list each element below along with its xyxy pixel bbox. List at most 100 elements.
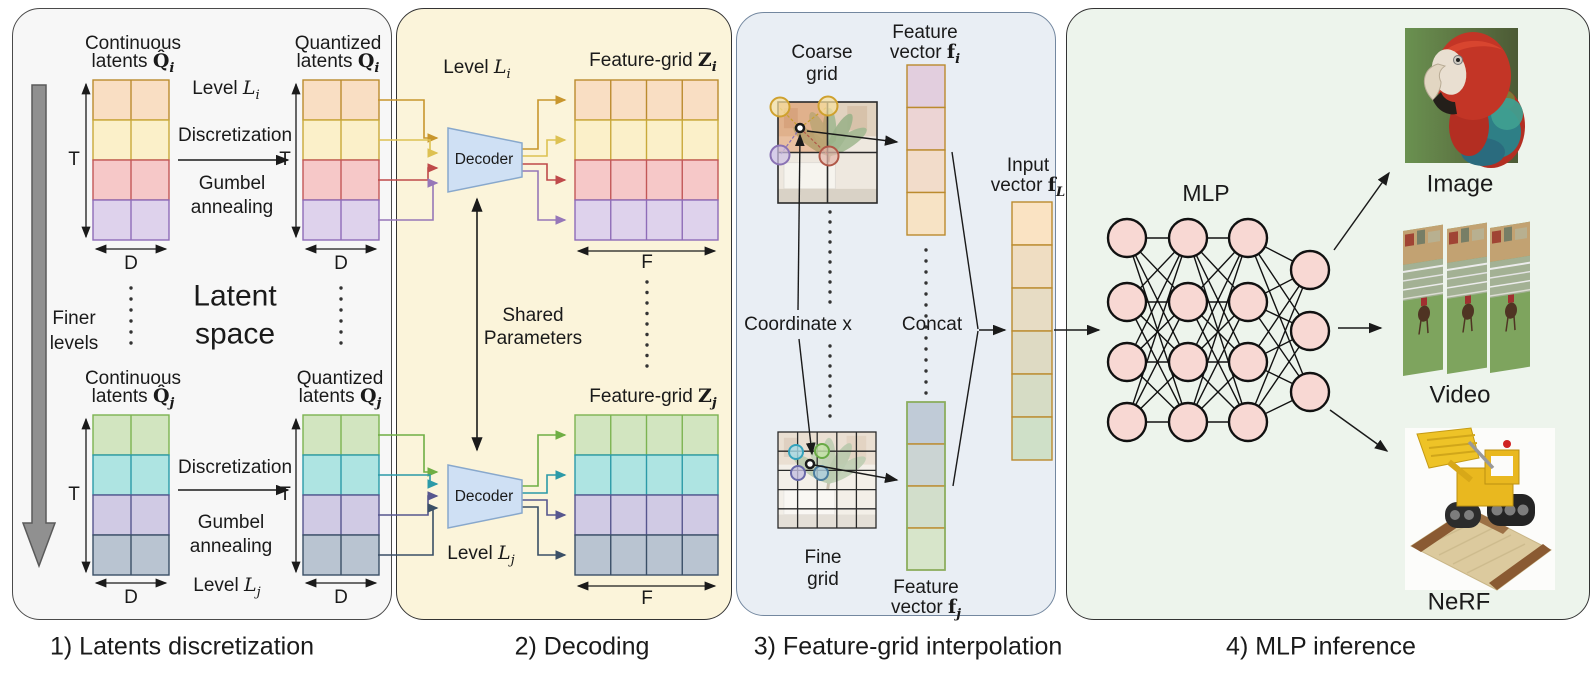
f-dim-label: F — [641, 252, 653, 274]
d-dim-label: D — [334, 253, 348, 275]
mlp-node — [1227, 217, 1269, 259]
gumbel-label-top: Gumbel — [198, 173, 266, 195]
level-i-label-p1: Level Li — [192, 77, 260, 103]
level-i-label-p2: Level Li — [443, 56, 511, 82]
shared-parameters-label: Shared — [502, 305, 564, 327]
ellipsis-dots — [129, 210, 928, 418]
fine-corner-circle — [790, 465, 806, 481]
latent-space-label: space — [194, 317, 276, 351]
discretization-arrows — [178, 154, 290, 496]
feature-vector-j-label: Feature — [893, 577, 959, 599]
continuous-latents-j-label: Continuous — [84, 368, 182, 390]
decoder-connectors — [378, 95, 567, 560]
mlp-node — [1227, 341, 1269, 383]
interpolation-point — [804, 458, 816, 470]
mlp-network — [1106, 217, 1331, 443]
caption-latents-discretization: 1) Latents discretization — [49, 632, 315, 661]
quantized-latents-j-symbol: latents Qj — [298, 385, 382, 411]
decoder-label: Decoder — [454, 150, 514, 168]
level-j-label-p1: Level Lj — [193, 574, 261, 600]
image-output-label: Image — [1426, 170, 1494, 198]
mlp-node — [1106, 341, 1148, 383]
fine-grid-figure — [776, 430, 899, 530]
level-j-label-p2: Level Lj — [447, 542, 515, 568]
input-vector-label: Input — [1006, 155, 1050, 177]
fine-corner-circle — [788, 444, 804, 460]
quantized-latents-i-symbol: latents Qi — [296, 50, 380, 76]
input-vector-symbol: vector fL — [990, 174, 1066, 200]
quantized-latents-i-label: Quantized — [294, 33, 382, 55]
caption-feature-grid-interpolation: 3) Feature-grid interpolation — [753, 632, 1063, 661]
mlp-label: MLP — [1182, 179, 1230, 206]
parrot-image — [1405, 28, 1525, 168]
video-frames — [1401, 220, 1532, 378]
t-dim-label: T — [68, 149, 80, 171]
caption-mlp-inference: 4) MLP inference — [1226, 632, 1416, 661]
mlp-node — [1289, 310, 1331, 352]
discretization-label-bottom: Discretization — [177, 457, 293, 479]
coarse-corner-circle — [769, 144, 791, 166]
mlp-output-arrows — [1329, 171, 1390, 452]
d-dim-label: D — [334, 587, 348, 609]
coarse-corner-circle — [817, 95, 839, 117]
feature-grid-j-label: Feature-grid Zj — [589, 385, 717, 411]
discretization-label-top: Discretization — [177, 125, 293, 147]
t-dim-label: T — [279, 484, 291, 506]
mlp-node — [1106, 401, 1148, 443]
concat-label: Concat — [901, 314, 963, 336]
decoder-label: Decoder — [454, 487, 514, 505]
coarse-corner-circle — [769, 96, 791, 118]
nerf-output-label: NeRF — [1427, 588, 1491, 616]
annealing-label-bottom: annealing — [189, 536, 273, 558]
fine-corner-circle — [813, 465, 829, 481]
fine-grid-label: Fine — [804, 547, 842, 569]
quantized-latents-j-label: Quantized — [296, 368, 384, 390]
feature-vector-j-symbol: vector fj — [890, 596, 962, 622]
latent-space-label: Latent — [193, 279, 277, 313]
mlp-node — [1106, 281, 1148, 323]
concat-funnel — [951, 151, 1007, 487]
continuous-latents-i-label: Continuous — [84, 33, 182, 55]
mlp-node — [1106, 217, 1148, 259]
coarse-grid-label: Coarse — [791, 42, 853, 64]
feature-vector-i-symbol: vector fi — [889, 41, 961, 67]
mlp-node — [1289, 249, 1331, 291]
coarse-grid-label: grid — [806, 64, 838, 86]
finer-levels-label: Finer — [52, 308, 96, 330]
coordinate-x-label: Coordinate x — [744, 314, 852, 336]
feature-vectors — [906, 64, 1053, 571]
dimension-arrows — [81, 82, 717, 591]
t-dim-label: T — [68, 484, 80, 506]
d-dim-label: D — [124, 253, 138, 275]
caption-decoding: 2) Decoding — [514, 632, 650, 661]
d-dim-label: D — [124, 587, 138, 609]
video-output-label: Video — [1429, 381, 1491, 409]
mlp-node — [1167, 217, 1209, 259]
mlp-node — [1227, 401, 1269, 443]
f-dim-label: F — [641, 588, 653, 610]
fine-grid-label: grid — [807, 569, 839, 591]
fine-corner-circle — [814, 443, 830, 459]
coarse-corner-circle — [818, 145, 840, 167]
continuous-latents-j-symbol: latents Q̂j — [91, 385, 175, 411]
mlp-node — [1167, 281, 1209, 323]
mlp-node — [1227, 281, 1269, 323]
coarse-grid-figure — [769, 95, 899, 205]
nerf-image — [1405, 427, 1555, 591]
gumbel-label-bottom: Gumbel — [197, 512, 265, 534]
continuous-latents-i-symbol: latents Q̂i — [91, 50, 175, 76]
latent-and-feature-grids — [92, 79, 719, 576]
decoder-blocks — [447, 127, 523, 529]
feature-grid-i-label: Feature-grid Zi — [589, 49, 717, 75]
finer-levels-arrow — [21, 84, 57, 569]
feature-vector-i-label: Feature — [892, 22, 958, 44]
t-dim-label: T — [279, 149, 291, 171]
interpolation-point — [794, 122, 806, 134]
mlp-node — [1167, 341, 1209, 383]
mlp-node — [1289, 371, 1331, 413]
mlp-node — [1167, 401, 1209, 443]
annealing-label-top: annealing — [190, 197, 274, 219]
shared-parameters-label: Parameters — [483, 328, 583, 350]
